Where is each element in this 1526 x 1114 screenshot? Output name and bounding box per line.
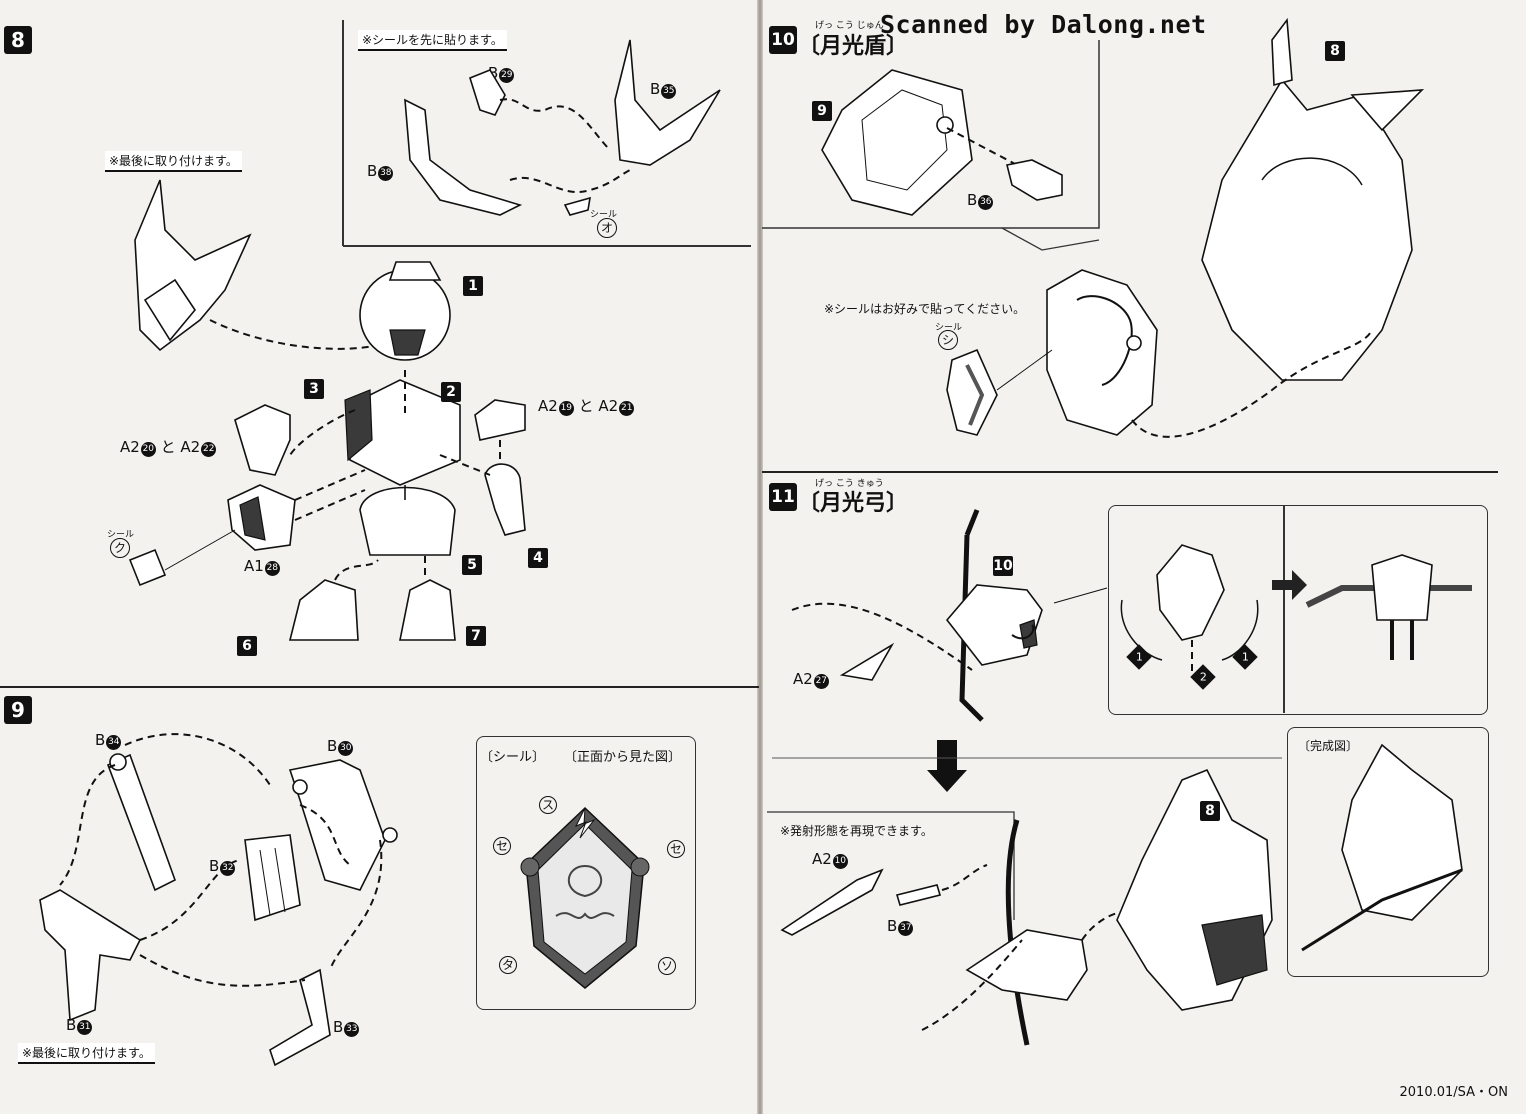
complete-box	[1287, 727, 1489, 977]
step-10-drawing	[762, 17, 1425, 438]
seal-o-label: シール	[590, 210, 618, 220]
sub-8-top: 8	[1325, 41, 1345, 61]
divider-right	[762, 471, 1498, 473]
bow-grip	[945, 584, 1043, 666]
sub-1: 1	[463, 276, 483, 296]
page-gutter	[757, 0, 763, 1114]
leg-6	[288, 579, 359, 641]
seal-ku-sticker	[128, 548, 167, 587]
step-8-badge: 8	[4, 26, 32, 54]
sub-9: 9	[812, 101, 832, 121]
sticker-label-se-right: セ	[667, 840, 685, 858]
seal-ku-label: シール	[107, 530, 135, 540]
step-8-drawing	[128, 39, 721, 641]
bow-detail-box	[1108, 505, 1488, 715]
crest-b35	[614, 39, 721, 166]
part-b34-shape	[106, 753, 176, 892]
sub-7: 7	[466, 626, 486, 646]
scanner-credit: Scanned by Dalong.net	[880, 10, 1207, 39]
a2-19-21-part	[474, 399, 526, 441]
shield-back	[821, 69, 973, 216]
step-11-furigana: げっ こう きゅう	[815, 479, 884, 489]
sub-2: 2	[441, 382, 461, 402]
sticker-label-so: ソ	[658, 957, 676, 975]
step-10-furigana: げっ こう じゅん	[815, 21, 884, 31]
sticker-label-su: ス	[539, 796, 557, 814]
part-b32-shape	[244, 834, 301, 922]
sticker-box	[476, 736, 696, 1010]
step-10-title: 〔月光盾〕	[798, 34, 909, 59]
step-9-drawing	[39, 733, 398, 1067]
part-a2-27-shape	[839, 642, 895, 681]
step-11-drawing	[767, 509, 1472, 1046]
bow-detail-divider	[1283, 505, 1285, 713]
sub-10: 10	[993, 556, 1013, 576]
crest-b38	[404, 98, 523, 216]
step-11-badge: 11	[769, 483, 797, 511]
note-attach-last-9: ※最後に取り付けます。	[18, 1043, 155, 1064]
part-b33-shape	[269, 968, 331, 1067]
sub-6: 6	[237, 636, 257, 656]
a2-20-22-part	[234, 404, 291, 476]
sub-8-bottom: 8	[1200, 801, 1220, 821]
step-8-inset-bottom	[343, 245, 751, 247]
crest-b29	[469, 69, 506, 116]
body-2	[349, 379, 461, 486]
note-attach-last: ※最後に取り付けます。	[105, 151, 242, 172]
note-sticker-optional: ※シールはお好みで貼ってください。	[824, 302, 1026, 316]
note-sticker-first: ※シールを先に貼ります。	[358, 30, 507, 51]
arrow-a2-10	[780, 868, 884, 936]
step-9-badge: 9	[4, 696, 32, 724]
step-8-inset-left	[342, 20, 344, 246]
assembled-crest	[134, 179, 252, 352]
sticker-label-se-left: セ	[493, 837, 511, 855]
sub-3: 3	[304, 379, 324, 399]
step-11-title: 〔月光弓〕	[798, 491, 909, 516]
waist-5	[359, 486, 456, 556]
sub-5: 5	[462, 555, 482, 575]
shield-front	[1046, 269, 1158, 436]
complete-label: 〔完成図〕	[1298, 739, 1359, 753]
step-10-badge: 10	[769, 26, 797, 54]
seal-shi-label: シール	[935, 323, 963, 333]
print-code: 2010.01/SA・ON	[1399, 1085, 1508, 1100]
seal-ku: ク	[110, 538, 130, 558]
seal-shi-sticker	[946, 348, 998, 436]
seal-shi: シ	[938, 330, 958, 350]
sticker-box-title-front: 〔正面から見た図〕	[564, 750, 682, 765]
part-b30-shape	[288, 759, 386, 891]
sticker-box-title-seal: 〔シール〕	[480, 750, 546, 765]
sticker-label-ta: タ	[499, 956, 517, 974]
part-3	[344, 389, 373, 462]
arm-4	[484, 463, 526, 536]
divider-left	[0, 686, 759, 688]
sub-4: 4	[528, 548, 548, 568]
part-b36-shape	[1006, 159, 1063, 201]
shield-sticker-diagram	[520, 806, 650, 989]
leg-7	[399, 579, 456, 641]
note-fire-mode: ※発射形態を再現できます。	[780, 824, 933, 838]
robot-8-figure	[1201, 78, 1413, 381]
part-b31-shape	[39, 889, 142, 1022]
seal-o: オ	[597, 218, 617, 238]
